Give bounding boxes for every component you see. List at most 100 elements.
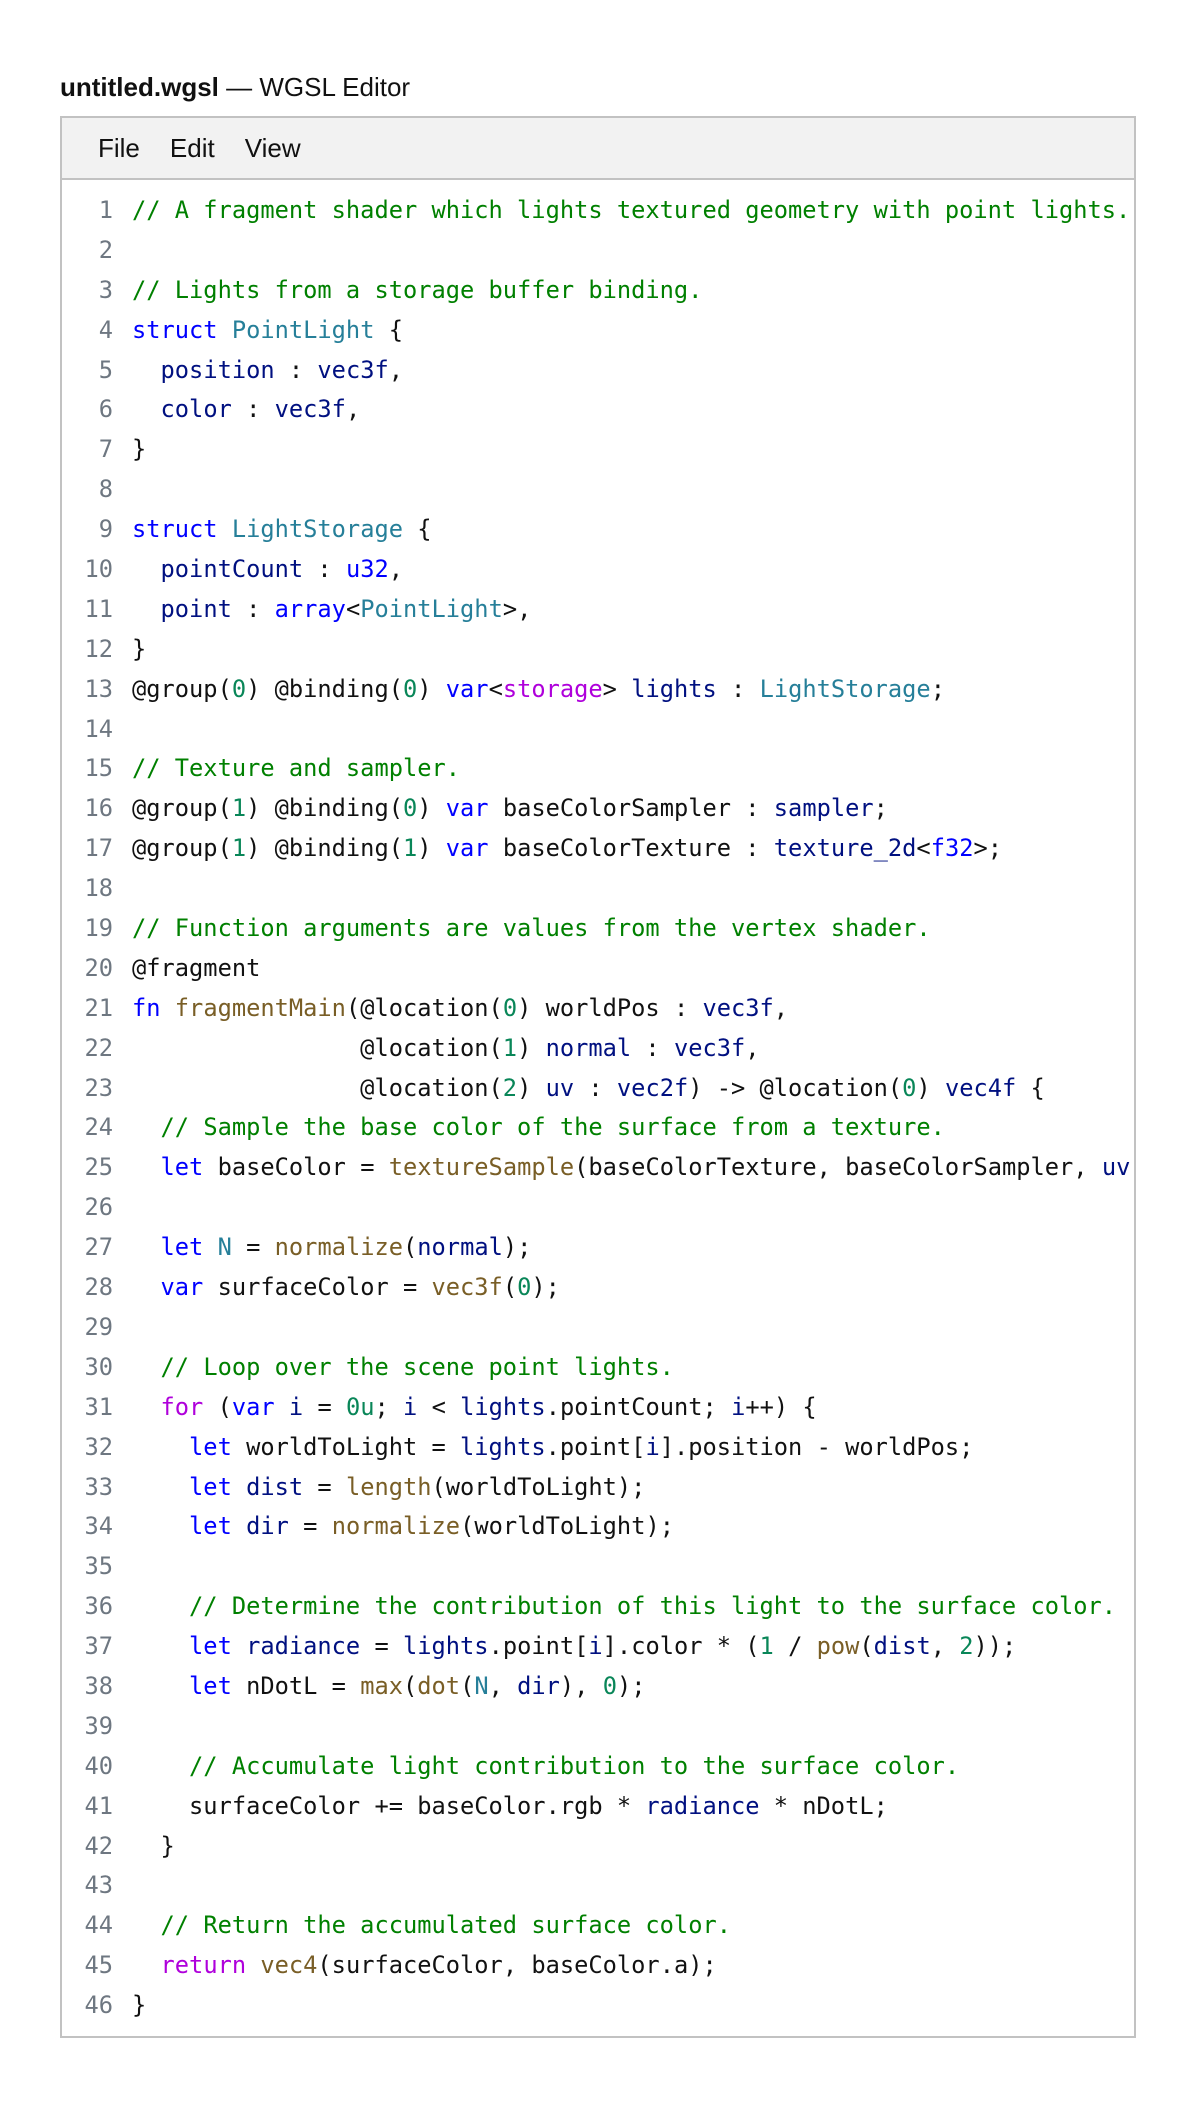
token-code-text: surfaceColor = xyxy=(203,1273,432,1302)
line-content: surfaceColor += baseColor.rgb * radiance… xyxy=(132,1787,888,1827)
token-code-text: ) xyxy=(517,1073,546,1102)
token-code-text: = xyxy=(288,1512,332,1541)
token-code-text: : xyxy=(716,674,760,703)
token-code-text xyxy=(132,1632,189,1660)
line-content: @fragment xyxy=(132,949,260,989)
line-number: 18 xyxy=(84,874,113,903)
token-code-text: ( xyxy=(502,1273,518,1302)
code-line: 14 xyxy=(62,710,1134,750)
code-line: 3// Lights from a storage buffer binding… xyxy=(62,271,1134,311)
token-identifier: lights xyxy=(631,674,717,703)
token-code-text: ) @binding( xyxy=(246,794,403,823)
token-type: PointLight xyxy=(231,315,375,344)
app-name: WGSL Editor xyxy=(259,72,411,102)
token-identifier: i xyxy=(588,1632,603,1661)
menu-edit[interactable]: Edit xyxy=(169,132,215,163)
code-line: 7} xyxy=(62,430,1134,470)
token-code-text: @location( xyxy=(132,1073,503,1102)
token-comment: // Function arguments are values from th… xyxy=(132,914,931,943)
token-code-text: ); xyxy=(616,1671,646,1700)
code-line: 40 // Accumulate light contribution to t… xyxy=(62,1747,1134,1787)
token-code-text xyxy=(132,595,161,623)
token-function: textureSample xyxy=(388,1153,575,1182)
token-type: N xyxy=(217,1233,232,1262)
token-code-text: (worldToLight); xyxy=(460,1512,674,1541)
line-number: 19 xyxy=(84,914,113,943)
token-code-text: (@location( xyxy=(345,993,503,1022)
line-content: @group(0) @binding(0) var<storage> light… xyxy=(132,670,945,710)
code-line: 6 color : vec3f, xyxy=(62,390,1134,430)
token-number: 1 xyxy=(502,1033,518,1062)
line-content: struct LightStorage { xyxy=(132,510,432,550)
token-code-text xyxy=(275,1393,289,1421)
token-number: 1 xyxy=(231,834,247,863)
token-function: length xyxy=(345,1472,432,1501)
token-number: 0 xyxy=(502,993,518,1022)
token-function: max xyxy=(360,1671,403,1700)
token-keyword: let xyxy=(189,1472,232,1501)
token-code-text: .pointCount; xyxy=(545,1392,732,1421)
token-code-text: ) @binding( xyxy=(246,834,403,863)
code-line: 26 xyxy=(62,1188,1134,1228)
line-number: 20 xyxy=(84,953,113,982)
token-code-text: ) xyxy=(417,834,446,863)
token-code-text: @group( xyxy=(132,834,232,863)
token-code-text: < xyxy=(488,674,503,703)
line-number: 10 xyxy=(84,555,113,584)
token-code-text: * nDotL; xyxy=(759,1791,888,1820)
token-code-text: < xyxy=(916,834,931,863)
line-number: 44 xyxy=(84,1911,113,1940)
token-identifier: dist xyxy=(246,1472,304,1501)
line-content: // A fragment shader which lights textur… xyxy=(132,191,1130,231)
line-number: 35 xyxy=(84,1552,113,1581)
code-line: 41 surfaceColor += baseColor.rgb * radia… xyxy=(62,1787,1134,1827)
token-code-text: .point[ xyxy=(488,1632,589,1661)
token-code-text xyxy=(132,1951,161,1979)
token-code-text: : xyxy=(231,594,275,623)
token-code-text: ++) { xyxy=(745,1392,817,1421)
token-number: 2 xyxy=(502,1073,518,1102)
token-code-text: : xyxy=(631,1033,674,1062)
menu-view[interactable]: View xyxy=(244,132,301,163)
line-number: 32 xyxy=(84,1432,113,1461)
menu-file[interactable]: File xyxy=(98,132,140,163)
token-keyword: let xyxy=(189,1512,232,1541)
token-code-text: baseColor = xyxy=(203,1153,389,1182)
token-identifier: point xyxy=(160,594,232,623)
token-identifier: uv xyxy=(545,1073,575,1102)
token-keyword: var xyxy=(160,1273,204,1302)
token-identifier: normal xyxy=(545,1033,632,1062)
line-number: 38 xyxy=(84,1671,113,1700)
token-code-text: >; xyxy=(973,834,1003,863)
token-code-text xyxy=(132,356,161,384)
token-code-text: baseColorTexture : xyxy=(488,834,774,863)
token-code-text xyxy=(132,1512,189,1540)
token-function: fragmentMain xyxy=(174,993,346,1022)
token-code-text: )); xyxy=(973,1632,1017,1661)
line-content: point : array<PointLight>, xyxy=(132,590,532,630)
window-title: untitled.wgsl — WGSL Editor xyxy=(60,70,410,104)
token-comment: // Lights from a storage buffer binding. xyxy=(132,275,703,304)
token-identifier: dir xyxy=(246,1512,289,1541)
token-keyword: var xyxy=(445,794,489,823)
line-number: 43 xyxy=(84,1871,113,1900)
token-code-text xyxy=(132,1752,189,1780)
line-content: // Lights from a storage buffer binding. xyxy=(132,271,702,311)
code-line: 39 xyxy=(62,1707,1134,1747)
token-identifier: vec3f xyxy=(702,993,774,1022)
token-identifier: i xyxy=(645,1432,660,1461)
token-code-text: ) -> @location( xyxy=(688,1073,903,1102)
line-number: 11 xyxy=(84,594,113,623)
code-area[interactable]: 1 // A fragment shader which lights textu… xyxy=(62,180,1134,2026)
token-code-text xyxy=(218,316,232,344)
token-code-text xyxy=(132,1393,161,1421)
line-content: // Texture and sampler. xyxy=(132,749,460,789)
token-identifier: lights xyxy=(460,1392,546,1421)
token-code-text: , xyxy=(488,1671,518,1700)
token-code-text xyxy=(246,1951,260,1979)
line-number: 36 xyxy=(84,1592,113,1621)
token-code-text: : xyxy=(574,1073,617,1102)
line-number: 1 xyxy=(98,196,113,224)
token-code-text: = xyxy=(231,1233,275,1262)
